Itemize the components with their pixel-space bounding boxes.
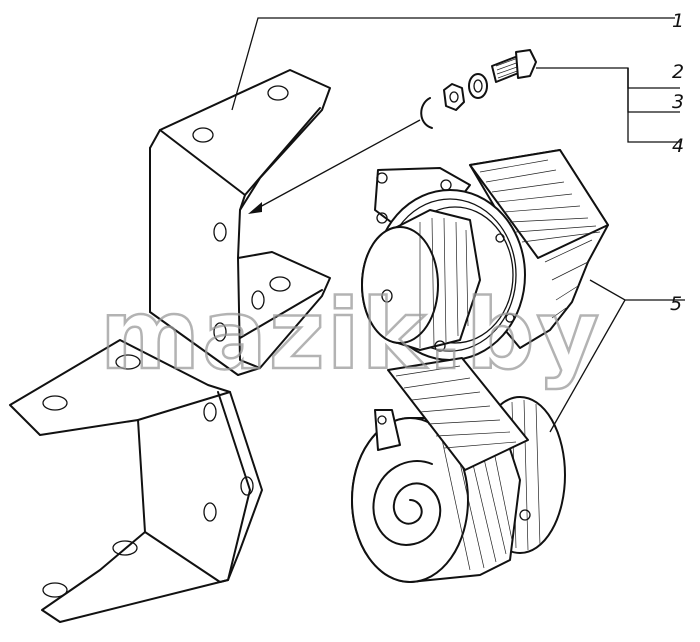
watermark: mazik.by xyxy=(100,279,601,391)
bolt xyxy=(491,49,537,83)
upper-horn xyxy=(361,149,609,361)
assembly-arrow-line xyxy=(257,119,421,209)
lower-horn xyxy=(351,357,566,583)
leader-lines xyxy=(231,17,685,433)
nut xyxy=(443,83,465,111)
lock-washer-c xyxy=(420,97,433,129)
callout-4: 4 xyxy=(672,135,684,157)
lower-bracket xyxy=(9,339,263,623)
callout-2: 2 xyxy=(672,61,684,83)
callout-3: 3 xyxy=(672,91,684,113)
callout-1: 1 xyxy=(672,10,684,32)
spring-washer xyxy=(468,73,488,99)
upper-bracket xyxy=(149,69,331,376)
callout-5: 5 xyxy=(670,293,682,315)
assembly-arrowhead xyxy=(248,202,262,214)
